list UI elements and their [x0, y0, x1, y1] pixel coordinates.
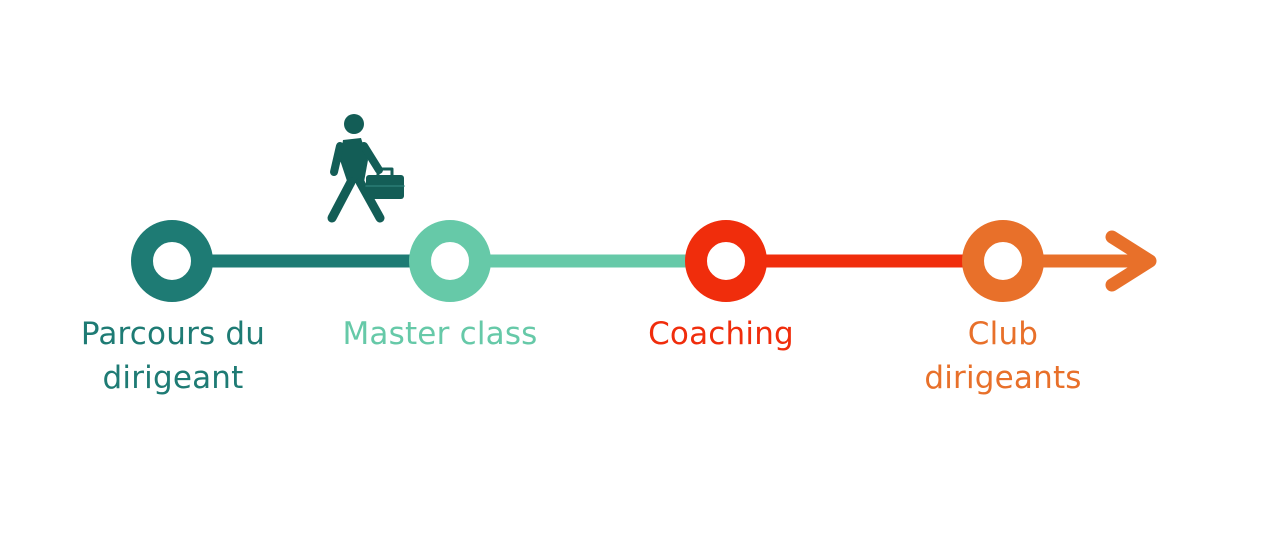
step-label-line: dirigeant: [102, 360, 244, 396]
step-label-line: Parcours du: [80, 316, 266, 352]
arrow-head-icon: [1105, 230, 1157, 292]
step-label-line: Club: [967, 316, 1039, 352]
step-node-4: [962, 220, 1044, 302]
step-label-parcours-du-dirigeant: Parcours du dirigeant: [62, 312, 284, 400]
step-node-1: [131, 220, 213, 302]
step-label-coaching: Coaching: [620, 312, 822, 356]
step-label-master-class: Master class: [330, 312, 550, 356]
step-node-3: [685, 220, 767, 302]
step-label-line: Coaching: [648, 316, 794, 352]
step-label-club-dirigeants: Club dirigeants: [900, 312, 1106, 400]
businessman-walking-icon: [327, 114, 405, 223]
step-label-line: Master class: [342, 316, 538, 352]
step-label-line: dirigeants: [924, 360, 1082, 396]
step-node-2: [409, 220, 491, 302]
